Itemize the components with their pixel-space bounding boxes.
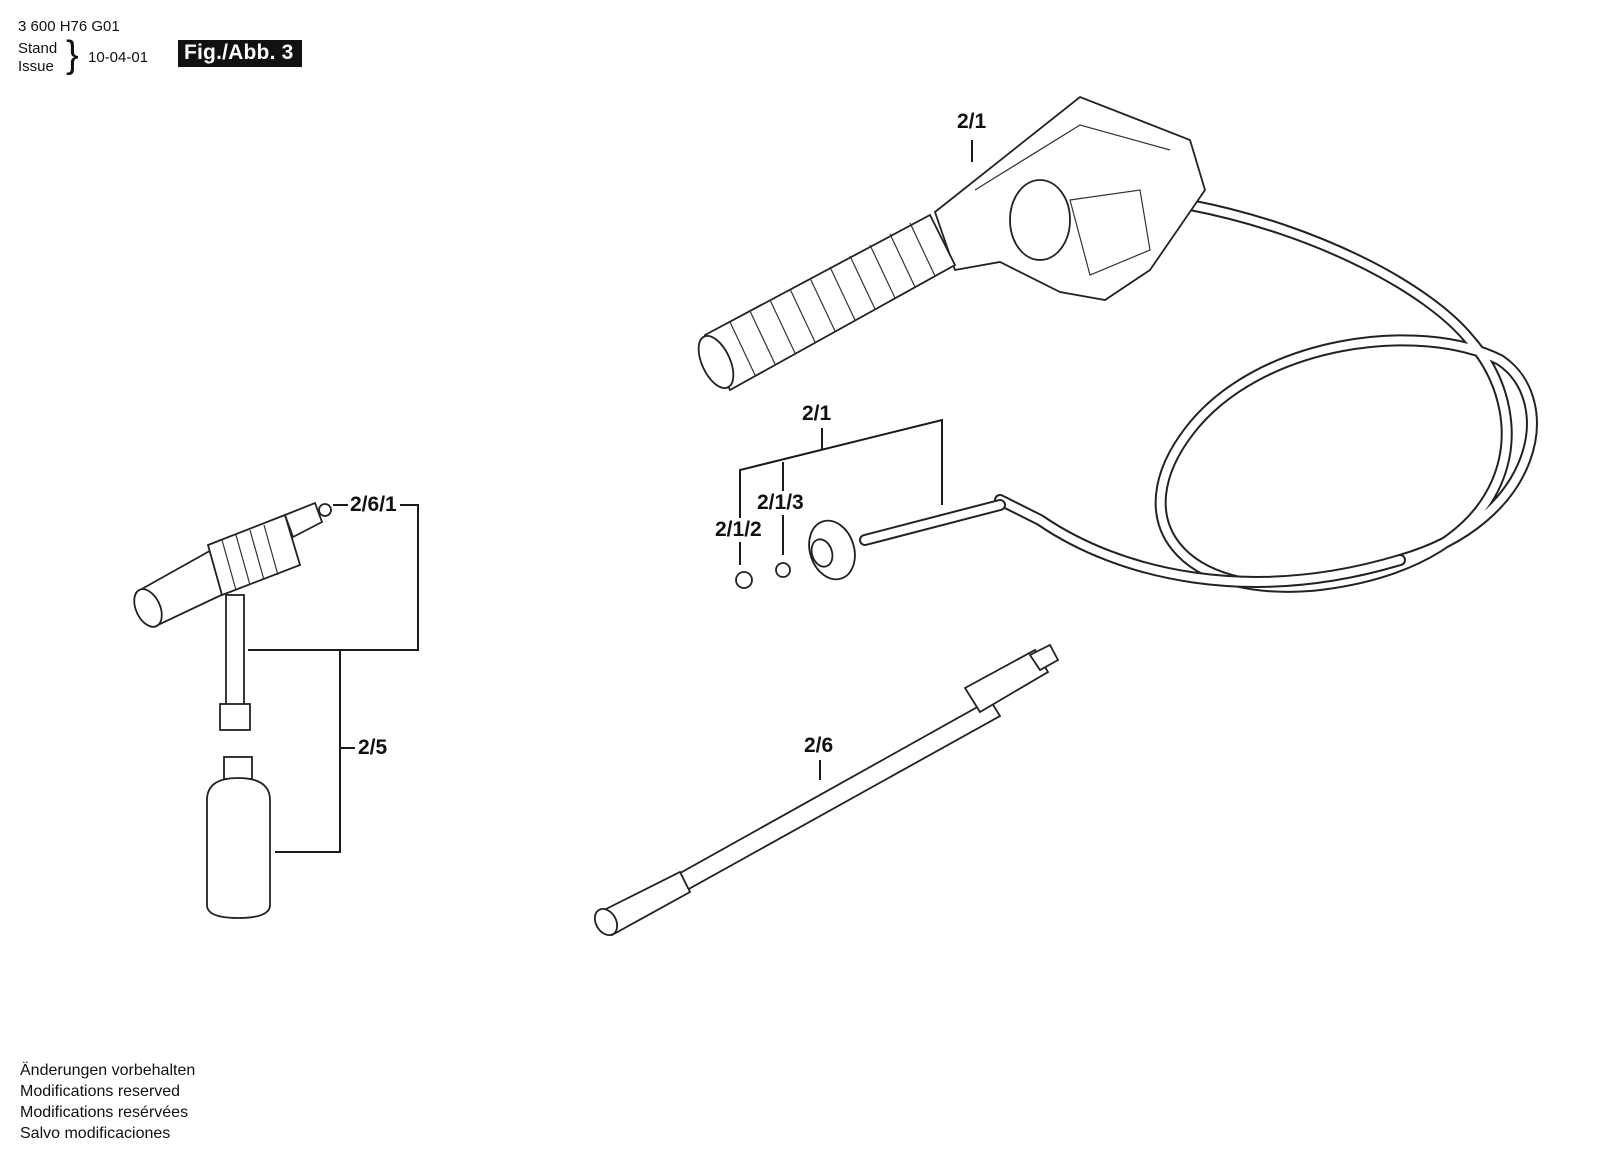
gun-grip-shape xyxy=(933,95,1206,301)
brace-glyph: } xyxy=(66,34,79,76)
footer-line-fr: Modifications resérvées xyxy=(20,1104,189,1121)
modifications-notice: Änderungen vorbehalten Modifications res… xyxy=(20,1060,195,1144)
callout-gun: 2/1 xyxy=(955,110,989,134)
gun-trigger-loop xyxy=(1009,179,1071,261)
callout-seal-213: 2/1/3 xyxy=(755,491,806,515)
footer-line-en: Modifications reserved xyxy=(20,1083,181,1100)
spray-gun-drawing xyxy=(697,95,1538,593)
seal-ring-212 xyxy=(735,571,753,589)
hose-coil xyxy=(859,199,1538,593)
footer-line-es: Salvo modificaciones xyxy=(20,1125,171,1142)
detergent-attachment-drawing xyxy=(133,501,332,919)
hose-fitting-drawing xyxy=(735,519,856,589)
issue-date: 10-04-01 xyxy=(88,49,149,66)
callout-seal-212: 2/1/2 xyxy=(713,518,764,542)
seal-ring-213 xyxy=(775,562,791,578)
issue-label: Issue xyxy=(18,58,54,75)
leader-lines-detergent xyxy=(248,504,419,853)
callout-hose-group: 2/1 xyxy=(800,402,834,426)
stand-label: Stand xyxy=(18,40,58,57)
figure-badge: Fig./Abb. 3 xyxy=(178,40,302,67)
gun-barrel-ribbed xyxy=(697,213,957,392)
bottle-neck xyxy=(223,756,253,780)
adapter-seal-ring xyxy=(318,503,332,517)
callout-adapter-seal: 2/6/1 xyxy=(348,493,399,517)
footer-line-de: Änderungen vorbehalten xyxy=(20,1062,196,1079)
document-number: 3 600 H76 G01 xyxy=(18,18,120,35)
callout-detergent-unit: 2/5 xyxy=(356,736,390,760)
detergent-bottle xyxy=(206,777,271,919)
callout-lance: 2/6 xyxy=(802,734,836,758)
stand-issue-labels: Stand Issue xyxy=(18,40,57,76)
lance-drawing xyxy=(593,643,1060,937)
